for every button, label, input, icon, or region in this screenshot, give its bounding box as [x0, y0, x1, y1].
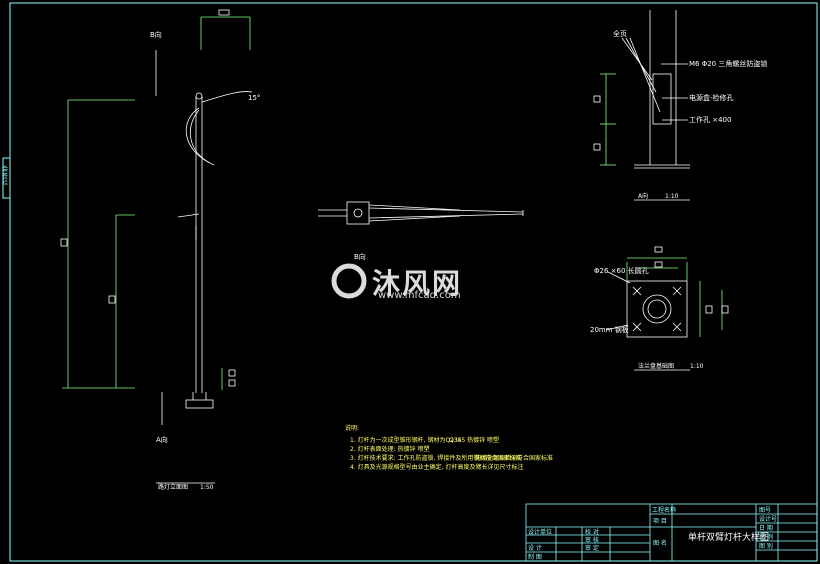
- tb-approve-label: 审 定: [585, 545, 599, 552]
- notes-heading: 说明:: [345, 425, 360, 432]
- detail-top-label: 全页: [613, 30, 627, 38]
- flange-title: 法兰盘基础图: [638, 363, 675, 370]
- tb-right-label-4: 比 例: [759, 534, 773, 541]
- anchor-note: M6 Φ20 三角螺丝防盗锁: [689, 60, 768, 68]
- flange-scale: 1:10: [690, 363, 704, 370]
- detail-scale: 1:10: [665, 193, 679, 200]
- note-3: 3. 灯杆技术要求: 工作孔防盗锁, 焊接件及所用钢材符合国家标准: [350, 455, 522, 462]
- tb-check-label: 校 对: [585, 529, 599, 536]
- tb-right-label-2: 设计号: [759, 516, 778, 523]
- tb-project-label: 工程名称: [652, 507, 677, 514]
- watermark-logo-icon: [331, 263, 367, 299]
- arm-angle-label: 15°: [248, 94, 261, 102]
- power-note: 电源盒-检修孔: [689, 94, 734, 102]
- tb-draw-label: 制 图: [528, 554, 542, 561]
- detail-view-label: A向: [638, 193, 649, 200]
- note-2: 2. 灯杆表面处理: 热镀锌 喷塑: [350, 446, 430, 453]
- side-tab: [2, 157, 11, 199]
- work-hole-note: 工作孔 ×400: [689, 116, 732, 124]
- notes-spec-right: Q345 热镀锌 喷塑: [449, 437, 499, 444]
- lamp-elevation-scale: 1:50: [200, 484, 214, 491]
- flange-plate-view: [605, 246, 729, 371]
- note-1: 1. 灯杆为一次成型锥形钢杆, 钢材为Q235: [350, 437, 462, 444]
- flange-hole-note: Φ26 ×60 长圆孔: [594, 267, 649, 275]
- pole-elevation: [60, 9, 253, 484]
- tb-right-label-5: 图 别: [759, 543, 773, 550]
- flange-plate-note: 20mm 钢板: [590, 326, 629, 334]
- notes-spec-right-2: 防腐处理及检测符合国家标准: [475, 455, 554, 462]
- lamp-elevation-title: 路灯立面图: [158, 484, 189, 491]
- tb-drawing-title: 单杆双臂灯杆大样图: [688, 533, 770, 543]
- base-detail-view: [593, 10, 690, 201]
- tb-item-label: 项 目: [653, 518, 667, 525]
- view-b-label: B向: [150, 31, 162, 39]
- watermark-url: www.mfcad.com: [378, 290, 461, 301]
- tb-design-label: 设 计: [528, 545, 542, 552]
- tb-right-label-1: 图号: [759, 507, 772, 514]
- watermark-brand: 沐风网: [372, 267, 463, 300]
- drawing-frame: [9, 2, 818, 562]
- side-tab-label: 会签栏: [2, 166, 9, 187]
- view-a-label: A向: [156, 436, 168, 444]
- title-block: [525, 503, 818, 562]
- side-view-label: B向: [354, 253, 366, 261]
- tb-review-label: 审 核: [585, 537, 599, 544]
- note-4: 4. 灯具及光源规格型号由业主确定, 灯杆高度及臂长详见尺寸标注: [350, 464, 524, 471]
- tb-right-label-3: 日 期: [759, 525, 773, 532]
- arm-side-view: [318, 201, 524, 225]
- tb-drawing-name-label: 图 名: [653, 540, 667, 547]
- tb-company-label: 设计单位: [528, 529, 553, 536]
